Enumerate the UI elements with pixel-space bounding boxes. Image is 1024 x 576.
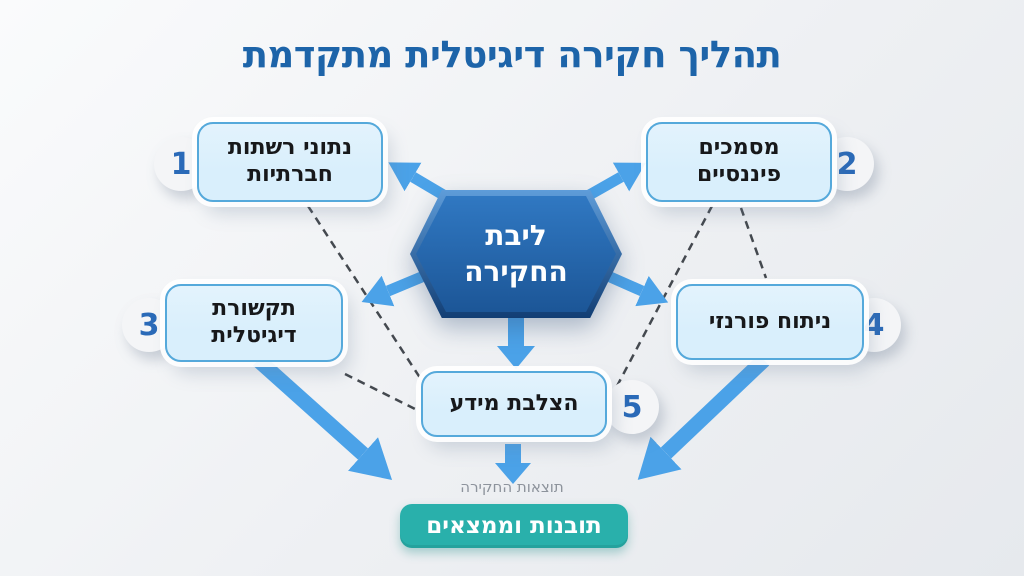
node5-arrow-down-icon [495,444,531,484]
hub-arrow-downleft-icon [361,270,427,307]
hub-node: ליבת החקירה [410,190,622,318]
dashed-link-node3-to-node5 [344,372,418,412]
hub-arrow-down-icon [497,316,535,369]
insights-findings-badge: תובנות וממצאים [400,504,628,548]
node-financial-documents: מסמכים פיננסיים [646,122,832,202]
hub-hexagon: ליבת החקירה [416,196,616,312]
node-data-crossreference: הצלבת מידע [421,371,607,437]
node3-arrow-to-results-icon [252,354,393,481]
node-forensic-analysis: ניתוח פורנזי [676,284,864,360]
node-social-network-data: נתוני רשתות חברתיות [197,122,383,202]
hub-label: ליבת החקירה [464,218,568,288]
dashed-link-node1-to-node5 [306,205,430,391]
page-title: תהליך חקירה דיגיטלית מתקדמת [242,33,782,76]
node-digital-communication: תקשורת דיגיטלית [165,284,343,362]
hub-arrow-downright-icon [605,270,669,307]
results-caption: תוצאות החקירה [460,478,564,496]
step-badge-5: 5 [605,380,659,434]
node4-arrow-to-results-icon [637,354,770,480]
dashed-link-node2-to-node4 [739,207,768,279]
